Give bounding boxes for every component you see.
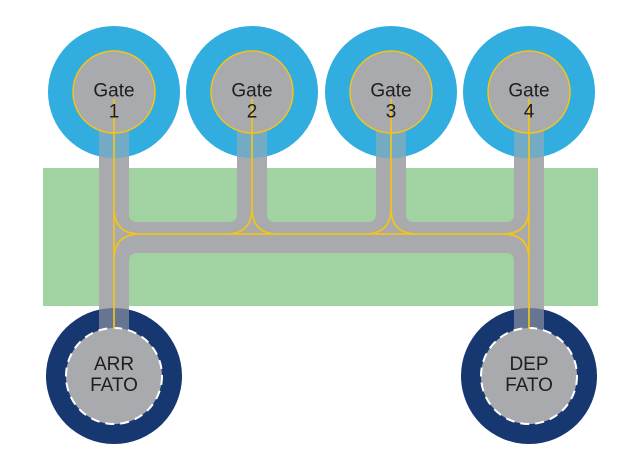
gate-4-label: Gate 4	[508, 80, 550, 123]
gate-3-label-word: Gate	[370, 80, 412, 102]
dep-fato-label-line2: FATO	[505, 375, 553, 396]
arr-fato-label-line2: FATO	[90, 375, 138, 396]
gate-3-label: Gate 3	[370, 80, 412, 123]
dep-fato-label: DEP FATO	[505, 354, 553, 396]
gate-1-label-number: 1	[108, 101, 120, 122]
dep-fato-label-line1: DEP	[509, 354, 549, 375]
gate-1-label: Gate 1	[93, 80, 135, 123]
gate-3-label-number: 3	[385, 101, 397, 122]
gate-2-label: Gate 2	[231, 80, 273, 123]
gate-2-label-number: 2	[246, 101, 258, 122]
arr-fato-label: ARR FATO	[90, 354, 138, 396]
gate-2-label-word: Gate	[231, 80, 273, 102]
gate-4-label-word: Gate	[508, 80, 550, 102]
gate-4-label-number: 4	[523, 101, 535, 122]
arr-fato-label-line1: ARR	[93, 354, 135, 375]
gate-1-label-word: Gate	[93, 80, 135, 102]
taxi-guidance-lines	[113, 99, 530, 329]
horizontal-taxiway	[99, 222, 544, 253]
